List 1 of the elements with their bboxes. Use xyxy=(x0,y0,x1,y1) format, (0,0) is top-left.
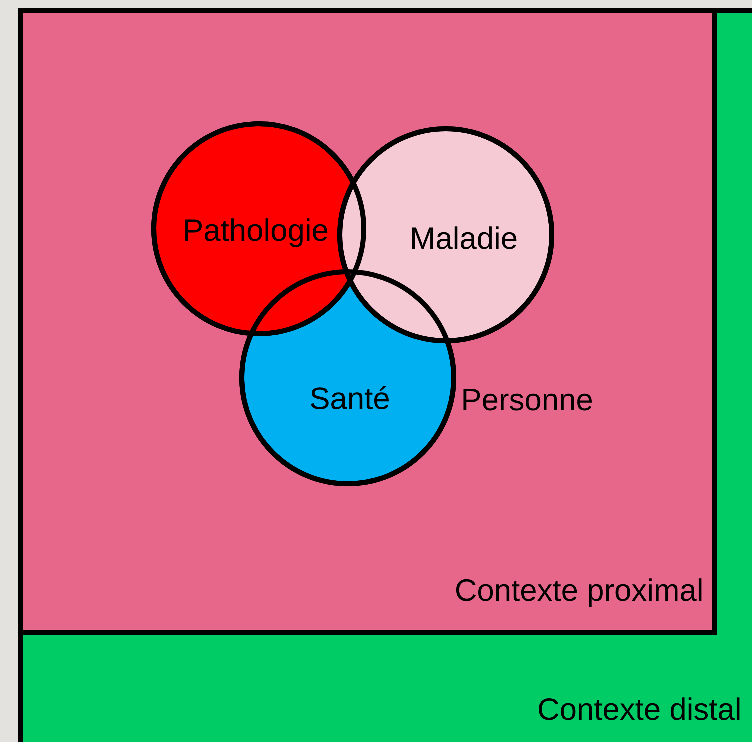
group-label: Personne xyxy=(464,389,592,411)
